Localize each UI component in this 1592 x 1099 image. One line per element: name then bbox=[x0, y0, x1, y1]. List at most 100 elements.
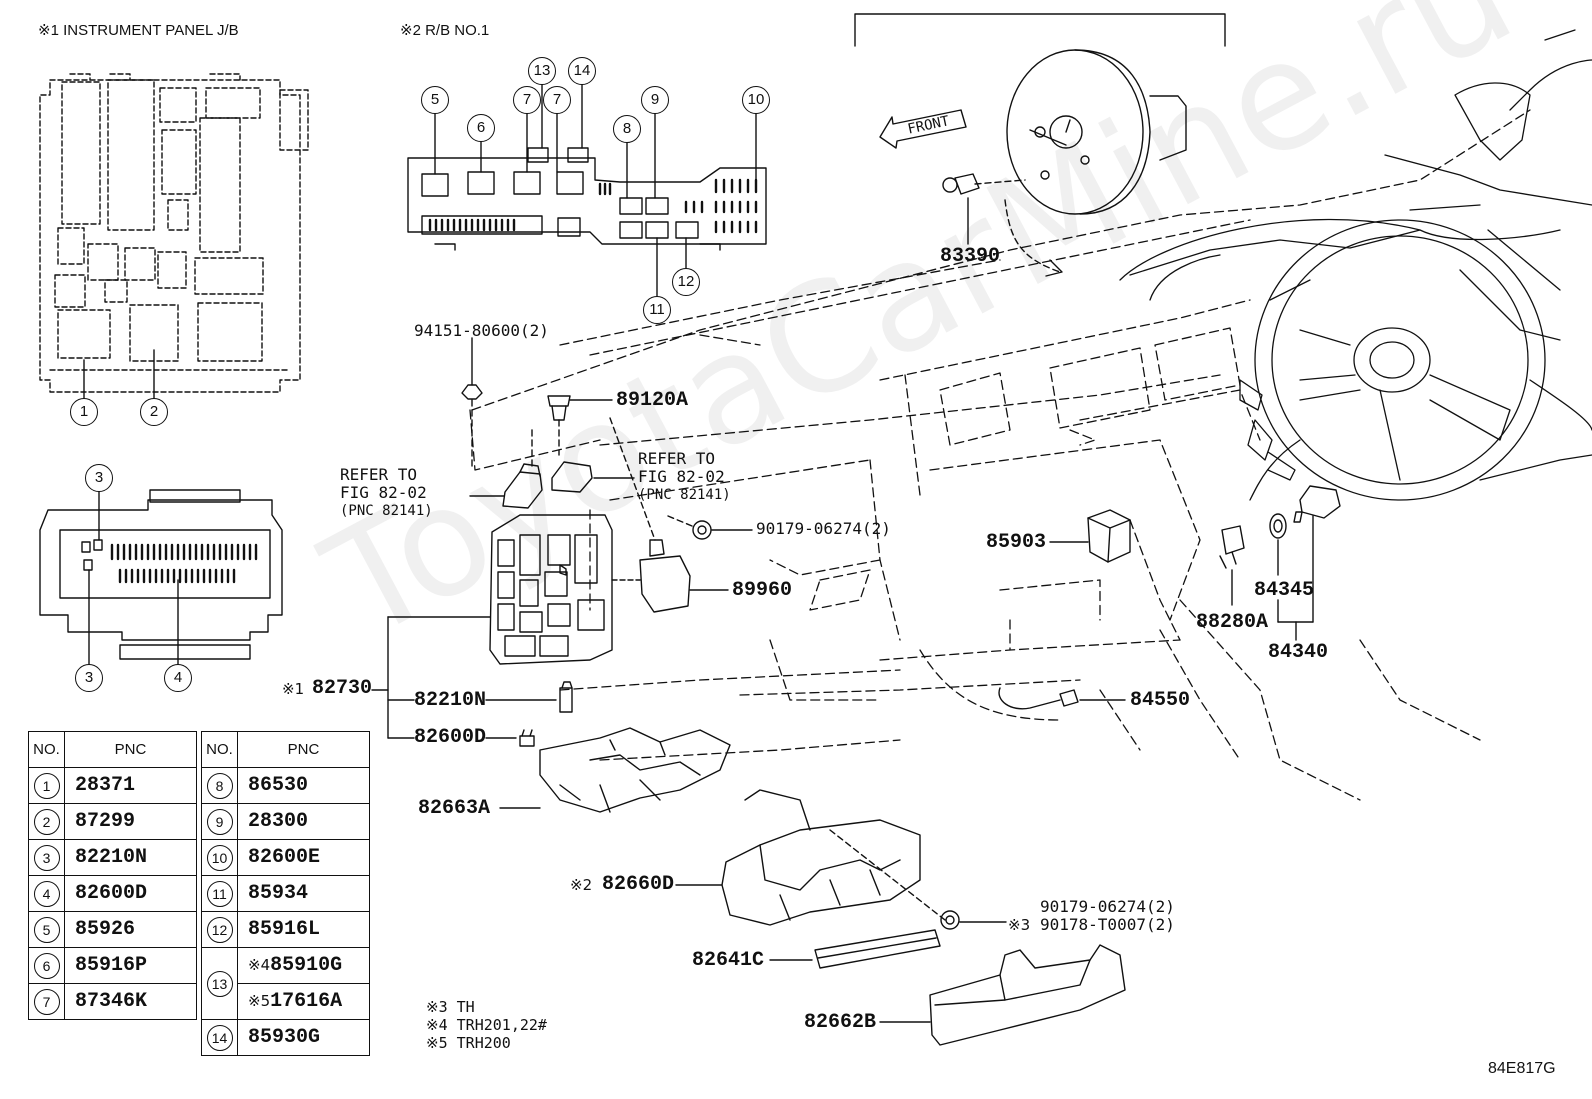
row-pnc[interactable]: 85934 bbox=[237, 875, 370, 912]
label-90179-06274-lower[interactable]: 90179-06274(2) bbox=[1040, 897, 1175, 916]
table-row[interactable]: 2 87299 bbox=[28, 803, 197, 840]
table-header-no: NO. bbox=[28, 731, 65, 768]
refer-right-line2[interactable]: FIG 82-02 bbox=[638, 467, 725, 486]
row-pnc[interactable]: 87299 bbox=[64, 803, 197, 840]
row-pnc-value[interactable]: 17616A bbox=[270, 990, 343, 1013]
label-82660D[interactable]: 82660D bbox=[602, 873, 675, 896]
note-th: ※3 TH bbox=[426, 998, 475, 1016]
row-pnc[interactable]: 28300 bbox=[237, 803, 370, 840]
label-84340[interactable]: 84340 bbox=[1268, 641, 1329, 664]
label-82600D[interactable]: 82600D bbox=[414, 726, 487, 749]
part-82210N-drawing bbox=[485, 681, 573, 713]
label-82662B[interactable]: 82662B bbox=[804, 1011, 877, 1034]
label-84550[interactable]: 84550 bbox=[1130, 689, 1191, 712]
table-row[interactable]: 1 28371 bbox=[28, 767, 197, 804]
row-no: 4 bbox=[33, 880, 60, 907]
callout-7-left: 7 bbox=[513, 86, 541, 114]
part-82600D-drawing bbox=[485, 729, 535, 747]
table-row[interactable]: 5 85926 bbox=[28, 911, 197, 948]
row-pnc[interactable]: 85926 bbox=[64, 911, 197, 948]
label-82210N[interactable]: 82210N bbox=[414, 689, 487, 712]
refer-right-line3: (PNC 82141) bbox=[638, 487, 731, 503]
table-row[interactable]: 10 82600E bbox=[201, 839, 370, 876]
bracket-82663A-drawing bbox=[499, 727, 731, 813]
row-pnc[interactable]: 82600D bbox=[64, 875, 197, 912]
parts-table-right: NO. PNC 8 86530 9 28300 10 82600E 11 859… bbox=[201, 731, 370, 1056]
parts-table-left: NO. PNC 1 28371 2 87299 3 82210N 4 82600… bbox=[28, 731, 197, 1020]
callout-10: 10 bbox=[742, 86, 770, 114]
label-84345[interactable]: 84345 bbox=[1254, 579, 1315, 602]
mark-82660D: ※2 bbox=[570, 876, 593, 894]
row-pnc[interactable]: ※517616A bbox=[237, 983, 370, 1020]
table-row[interactable]: 3 82210N bbox=[28, 839, 197, 876]
part-84340-drawing bbox=[1277, 485, 1341, 641]
callout-12: 12 bbox=[672, 268, 700, 296]
label-89120A[interactable]: 89120A bbox=[616, 389, 689, 412]
row-pnc[interactable]: 85916P bbox=[64, 947, 197, 984]
row-no: 6 bbox=[33, 952, 60, 979]
callout-14: 14 bbox=[568, 57, 596, 85]
dashboard-solid-lines bbox=[1119, 29, 1592, 501]
callout-4: 4 bbox=[164, 664, 192, 692]
table-row[interactable]: 4 82600D bbox=[28, 875, 197, 912]
label-94151-80600[interactable]: 94151-80600(2) bbox=[414, 321, 549, 340]
row-pnc-value[interactable]: 85910G bbox=[270, 954, 343, 977]
label-85903[interactable]: 85903 bbox=[986, 531, 1047, 554]
clip-90178-drawing bbox=[940, 910, 1007, 930]
table-row[interactable]: 12 85916L bbox=[201, 911, 370, 948]
jb-rear-drawing bbox=[39, 489, 283, 665]
table-row[interactable]: 9 28300 bbox=[201, 803, 370, 840]
label-82730[interactable]: 82730 bbox=[312, 677, 373, 700]
bracket-89960-drawing bbox=[639, 539, 729, 613]
row-pnc[interactable]: 87346K bbox=[64, 983, 197, 1020]
table-row[interactable]: 7 87346K bbox=[28, 983, 197, 1020]
table-row[interactable]: 14 85930G bbox=[201, 1019, 370, 1056]
row-no: 5 bbox=[33, 916, 60, 943]
row-pnc[interactable]: 86530 bbox=[237, 767, 370, 804]
table-row[interactable]: 11 85934 bbox=[201, 875, 370, 912]
front-arrow-drawing bbox=[879, 109, 967, 149]
row-pnc[interactable]: 82210N bbox=[64, 839, 197, 876]
bracket-right-drawing bbox=[551, 461, 635, 493]
row-no: 9 bbox=[206, 808, 233, 835]
table-header-pnc: PNC bbox=[64, 731, 197, 768]
row-no: 8 bbox=[206, 772, 233, 799]
row-no: 7 bbox=[33, 988, 60, 1015]
label-89960[interactable]: 89960 bbox=[732, 579, 793, 602]
table-row[interactable]: ※517616A bbox=[202, 983, 370, 1020]
label-82641C[interactable]: 82641C bbox=[692, 949, 765, 972]
part-83390-drawing bbox=[942, 173, 1026, 245]
row-pnc[interactable]: ※485910G bbox=[237, 947, 370, 984]
part-88280A-drawing bbox=[1219, 525, 1245, 606]
mark-90178: ※3 bbox=[1008, 916, 1031, 934]
row-no: 10 bbox=[206, 844, 233, 871]
bracket-left-drawing bbox=[469, 463, 543, 509]
label-90179-06274-upper[interactable]: 90179-06274(2) bbox=[756, 519, 891, 538]
relay-block-title: ※2 R/B NO.1 bbox=[400, 22, 490, 39]
relay-82641C-drawing bbox=[769, 929, 941, 969]
note-trh201: ※4 TRH201,22# bbox=[426, 1016, 547, 1034]
row-pnc[interactable]: 82600E bbox=[237, 839, 370, 876]
table-header-no: NO. bbox=[201, 731, 238, 768]
note-trh200: ※5 TRH200 bbox=[426, 1034, 511, 1052]
row-no: 3 bbox=[33, 844, 60, 871]
label-88280A[interactable]: 88280A bbox=[1196, 611, 1269, 634]
junction-block-82730-drawing bbox=[489, 514, 641, 665]
row-mark: ※4 bbox=[248, 956, 271, 974]
table-row[interactable]: 13 ※485910G bbox=[201, 947, 370, 1020]
callout-3-upper: 3 bbox=[85, 464, 113, 492]
table-row[interactable]: 6 85916P bbox=[28, 947, 197, 984]
label-82663A[interactable]: 82663A bbox=[418, 797, 491, 820]
table-row[interactable]: 8 86530 bbox=[201, 767, 370, 804]
row-pnc[interactable]: 28371 bbox=[64, 767, 197, 804]
row-mark: ※5 bbox=[248, 992, 271, 1010]
callout-1: 1 bbox=[70, 398, 98, 426]
relay-block-82660D-drawing bbox=[675, 789, 946, 926]
refer-left-line2[interactable]: FIG 82-02 bbox=[340, 483, 427, 502]
callout-6: 6 bbox=[467, 114, 495, 142]
row-pnc[interactable]: 85916L bbox=[237, 911, 370, 948]
label-90178-T0007[interactable]: 90178-T0007(2) bbox=[1040, 915, 1175, 934]
refer-left-line3: (PNC 82141) bbox=[340, 503, 433, 519]
label-83390[interactable]: 83390 bbox=[940, 245, 1001, 268]
row-pnc[interactable]: 85930G bbox=[237, 1019, 370, 1056]
